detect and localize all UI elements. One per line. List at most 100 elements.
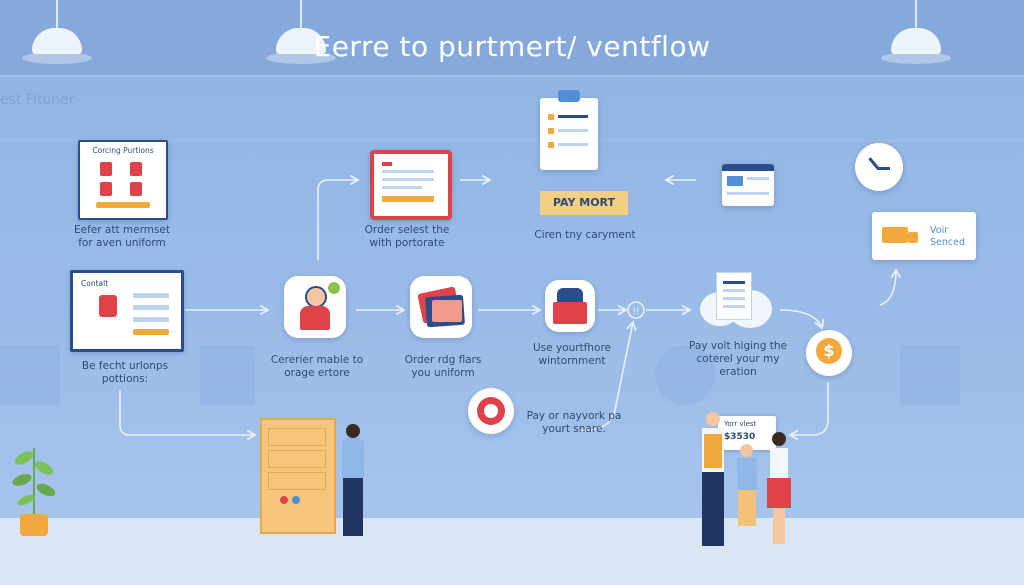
shirt-icon — [100, 182, 112, 196]
check-mark — [548, 142, 554, 148]
screen-line — [382, 178, 434, 181]
svg-text:!!: !! — [632, 307, 639, 317]
truck-cab — [908, 232, 918, 243]
clip-top — [558, 90, 580, 102]
check-label: Yorr vlest — [724, 420, 757, 428]
refresh-hole — [484, 404, 498, 418]
body — [300, 306, 330, 330]
drawer — [268, 450, 326, 468]
head — [706, 412, 720, 426]
faint-wall-label: est Fituner — [0, 92, 75, 108]
photo-card — [432, 300, 462, 322]
document — [716, 272, 752, 320]
wall-line — [0, 75, 1024, 77]
doc-line — [723, 281, 745, 284]
submit-button[interactable] — [133, 329, 169, 335]
payment-caption: Ciren tny caryment — [534, 229, 636, 241]
ceiling-lamp-icon — [881, 0, 951, 64]
knob — [292, 496, 300, 504]
catalog-button[interactable] — [96, 202, 150, 208]
form-line — [133, 293, 169, 298]
legs — [343, 478, 363, 536]
clipboard-icon — [540, 90, 598, 170]
catalog-card[interactable]: Corcing Purtions — [78, 140, 168, 220]
bag-top — [557, 288, 583, 302]
doc-line — [723, 297, 745, 300]
customer-service-icon[interactable] — [284, 276, 346, 338]
shirt-icon — [100, 162, 112, 176]
head — [305, 286, 327, 308]
check-mark — [548, 114, 554, 120]
pay-work-caption: Pay or nayvork pa yourt snare. — [526, 410, 622, 435]
bag-body — [553, 302, 587, 324]
wall-block — [655, 345, 715, 405]
wall-line-2 — [0, 140, 1024, 141]
catalog-card-title: Corcing Purtions — [92, 146, 154, 155]
legs — [702, 472, 724, 546]
floor — [0, 518, 1024, 585]
uniform-caption: Use yourtfhore wintornment — [532, 342, 611, 367]
shirt-icon — [130, 162, 142, 176]
form-line — [133, 305, 169, 310]
woman-figure — [764, 432, 794, 546]
screen-line — [382, 186, 422, 189]
shirt-icon — [99, 295, 117, 317]
contact-caption: Be fecht urlonps pottions: — [81, 360, 169, 385]
coin: $ — [816, 338, 842, 364]
page-title: Eerre to purtmert/ ventflow — [313, 30, 711, 63]
uniform-catalog-icon[interactable] — [410, 276, 472, 338]
plant-icon — [10, 428, 60, 540]
order-select-caption: Order selest the with portorate — [364, 224, 450, 249]
torso — [737, 458, 757, 490]
refresh-icon[interactable] — [468, 388, 514, 434]
list-line — [558, 143, 588, 146]
customer-caption: Cererier mable to orage ertore — [270, 354, 364, 379]
list-line — [558, 129, 588, 132]
doc-line — [723, 305, 745, 308]
man-figure — [698, 412, 728, 548]
wall-block — [200, 345, 255, 405]
uniform-bag-icon[interactable] — [545, 280, 595, 332]
clock-icon — [855, 143, 903, 191]
ceiling-lamp-icon — [266, 0, 336, 64]
browser-line — [747, 177, 769, 180]
browser-window-icon — [722, 164, 774, 206]
wall-block — [900, 345, 960, 405]
vest — [704, 434, 722, 468]
pay-button[interactable]: PAY MORT — [540, 191, 628, 215]
drawer — [268, 472, 326, 490]
check-badge — [328, 282, 340, 294]
worker-figure — [336, 424, 370, 540]
ceiling-band — [0, 0, 1024, 75]
head — [346, 424, 360, 438]
service-label: Voir Senced — [930, 225, 965, 248]
legs — [738, 490, 756, 526]
form-line — [133, 317, 169, 322]
contact-card[interactable]: Contalt — [70, 270, 184, 352]
check-mark — [548, 128, 554, 134]
check-amount: $3530 — [724, 432, 756, 442]
knob — [280, 496, 288, 504]
screen-bar — [382, 196, 434, 202]
ceiling-lamp-icon — [22, 0, 92, 64]
catalog-caption: Eefer att mermset for aven uniform — [73, 224, 170, 249]
refresh-ring — [477, 397, 505, 425]
legs — [773, 508, 785, 544]
storage-cabinet — [260, 418, 336, 534]
skirt — [767, 478, 791, 508]
torso — [770, 448, 788, 478]
truck-icon — [882, 227, 908, 243]
doc-line — [723, 289, 745, 292]
cloud-document-icon — [700, 272, 772, 332]
wall-block — [0, 345, 60, 405]
shirt-icon — [130, 182, 142, 196]
order-select-screen[interactable] — [370, 150, 452, 220]
list-line — [558, 115, 588, 118]
head — [772, 432, 786, 446]
order-uniform-caption: Order rdg flars you uniform — [404, 354, 482, 379]
torso — [342, 438, 364, 478]
service-card[interactable]: Voir Senced — [872, 212, 976, 260]
drawer — [268, 428, 326, 446]
